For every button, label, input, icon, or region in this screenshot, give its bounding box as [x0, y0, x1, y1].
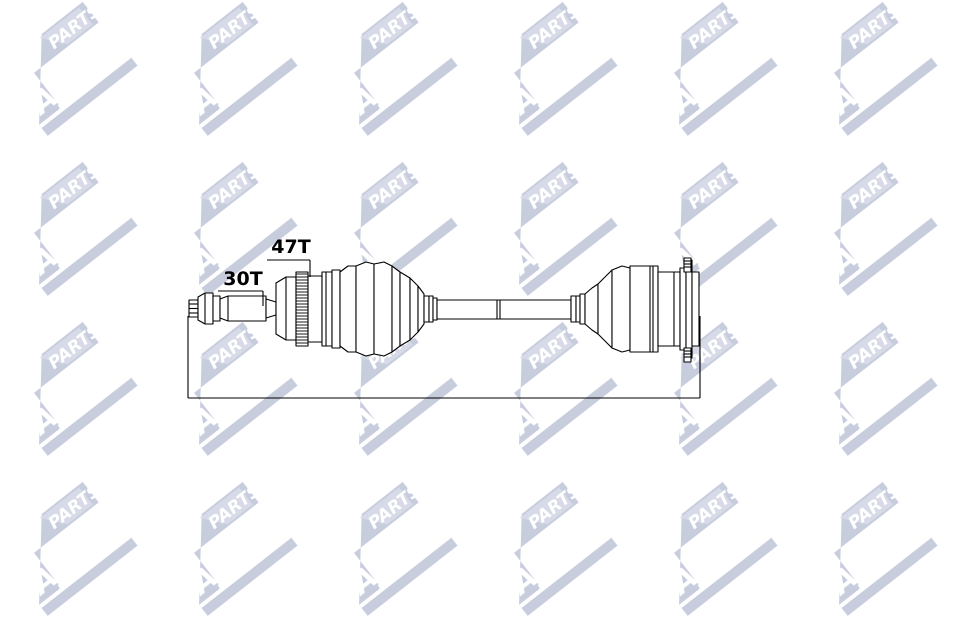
part-abs-tone-ring	[295, 271, 309, 347]
part-mounting-flange	[679, 257, 700, 363]
part-inner-boot-clamp	[570, 293, 586, 325]
part-outer-splined-shaft	[219, 295, 277, 322]
part-outer-joint-collar	[307, 269, 341, 349]
part-outer-cv-boot	[339, 261, 425, 357]
part-outer-boot-clamp	[423, 295, 438, 323]
part-interconnecting-shaft	[436, 299, 572, 320]
label-47t-text: 47T	[271, 236, 310, 258]
part-threaded-end-stub	[188, 299, 199, 318]
part-inner-cv-boot	[584, 265, 631, 353]
label-47t-group: 47T	[267, 236, 311, 277]
part-outer-cv-cage	[275, 276, 297, 341]
part-inner-joint-housing	[629, 265, 681, 353]
label-30t-text: 30T	[223, 268, 262, 290]
part-hex-nut	[197, 292, 221, 325]
